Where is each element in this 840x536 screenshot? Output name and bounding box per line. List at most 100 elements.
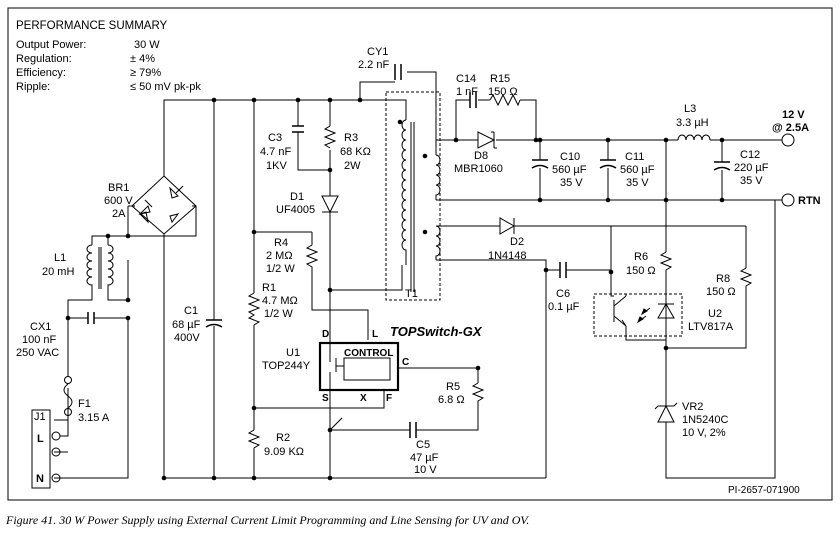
- vr2-part: 1N5240C: [682, 414, 729, 426]
- r8-ref: R8: [716, 273, 730, 285]
- output-voltage: 12 V: [782, 109, 805, 121]
- r5-ref: R5: [446, 381, 460, 393]
- d2-ref: D2: [510, 236, 524, 248]
- u1-topswitch: [318, 341, 400, 392]
- l1-value: 20 mH: [42, 266, 74, 278]
- summary-value-2: ≥ 79%: [130, 67, 161, 79]
- u1-ref: U1: [286, 347, 300, 359]
- output-current: @ 2.5A: [772, 122, 809, 134]
- pin-f: F: [386, 393, 392, 404]
- d8-diode: [477, 131, 497, 149]
- r15-value: 150 Ω: [488, 86, 518, 98]
- c10-capacitor: [531, 159, 549, 169]
- control-label: CONTROL: [344, 348, 393, 359]
- l1-ref: L1: [54, 252, 66, 264]
- c6-value: 0.1 µF: [548, 301, 580, 313]
- c1-ref: C1: [184, 305, 198, 317]
- r5-resistor: [471, 382, 485, 410]
- d1-part: UF4005: [276, 204, 315, 216]
- output-rtn: RTN: [798, 195, 821, 207]
- r4-value: 2 MΩ: [266, 250, 293, 262]
- vr2-zener: [654, 402, 678, 423]
- c10-value: 560 µF: [552, 164, 587, 176]
- f1-value: 3.15 A: [78, 412, 110, 424]
- r2-resistor: [247, 429, 261, 452]
- c6-ref: C6: [556, 288, 570, 300]
- u2-part: LTV817A: [688, 321, 734, 333]
- c14-ref: C14: [456, 73, 476, 85]
- r6-resistor: [659, 251, 673, 276]
- vr2-rating: 10 V, 2%: [682, 427, 726, 439]
- summary-label-1: Regulation:: [16, 53, 72, 65]
- ic-labels: TOPSwitch-GX CONTROL D L C S X F L N: [36, 324, 483, 485]
- r1-resistor: [247, 292, 261, 330]
- c10-voltage: 35 V: [560, 177, 583, 189]
- r3-value: 68 KΩ: [340, 146, 371, 158]
- r4-power: 1/2 W: [266, 263, 295, 275]
- summary-label-0: Output Power:: [16, 39, 86, 51]
- c1-value: 68 µF: [172, 319, 201, 331]
- pin-d: D: [322, 329, 329, 340]
- c14-value: 1 nF: [456, 86, 478, 98]
- output-labels: 12 V @ 2.5A RTN: [772, 109, 821, 207]
- pin-c: C: [402, 357, 409, 368]
- j1-ref: J1: [34, 411, 46, 423]
- cx1-voltage: 250 VAC: [16, 347, 59, 359]
- r6-ref: R6: [634, 251, 648, 263]
- pin-x: X: [360, 393, 367, 404]
- j1-pin-n: N: [36, 473, 44, 485]
- r2-ref: R2: [276, 432, 290, 444]
- r8-resistor: [739, 267, 753, 294]
- summary-label-2: Efficiency:: [16, 67, 66, 79]
- cy1-ref: CY1: [367, 46, 388, 58]
- c11-ref: C11: [625, 151, 644, 163]
- r15-resistor: [489, 93, 521, 107]
- br1-voltage: 600 V: [104, 195, 133, 207]
- r1-ref: R1: [262, 282, 276, 294]
- c10-ref: C10: [560, 151, 580, 163]
- r5-value: 6.8 Ω: [438, 394, 465, 406]
- l3-value: 3.3 µH: [676, 117, 709, 129]
- l3-ref: L3: [684, 103, 696, 115]
- vr2-ref: VR2: [682, 401, 703, 413]
- c5-ref: C5: [416, 439, 430, 451]
- c5-value: 47 µF: [410, 452, 439, 464]
- cx1-ref: CX1: [30, 321, 51, 333]
- d2-part: 1N4148: [488, 250, 527, 262]
- r3-ref: R3: [344, 132, 358, 144]
- br1-diode-1: [138, 199, 153, 215]
- c11-capacitor: [599, 159, 617, 169]
- c6-capacitor: [559, 262, 567, 278]
- r6-value: 150 Ω: [626, 265, 656, 277]
- u2-ref: U2: [708, 308, 722, 320]
- c12-voltage: 35 V: [740, 175, 763, 187]
- l1-inductor: [86, 244, 93, 290]
- c12-ref: C12: [740, 149, 760, 161]
- d1-diode: [321, 195, 339, 214]
- r4-ref: R4: [274, 237, 288, 249]
- output-12v-terminal: [781, 133, 795, 147]
- c14-capacitor: [469, 92, 477, 108]
- component-labels: CY1 2.2 nF C14 1 nF R15 150 Ω L3 3.3 µH …: [16, 46, 769, 476]
- r3-resistor: [323, 125, 337, 149]
- wires: [54, 71, 776, 479]
- cy1-capacitor: [394, 64, 402, 80]
- components: [31, 64, 795, 489]
- u2-optocoupler: [593, 293, 683, 337]
- r1-value: 4.7 MΩ: [262, 295, 298, 307]
- j1-pin-l: L: [37, 433, 44, 445]
- f1-fuse: [63, 383, 73, 409]
- phototransistor: [613, 295, 627, 327]
- c3-value: 4.7 nF: [260, 146, 291, 158]
- c12-value: 220 µF: [734, 162, 769, 174]
- summary-heading: PERFORMANCE SUMMARY: [16, 20, 168, 32]
- summary-block: PERFORMANCE SUMMARY Output Power: 30 W R…: [16, 20, 201, 93]
- summary-value-1: ± 4%: [130, 53, 155, 65]
- br1-current: 2A: [112, 208, 126, 220]
- c12-capacitor: [713, 161, 731, 171]
- c5-voltage: 10 V: [414, 464, 437, 476]
- pin-l: L: [372, 329, 378, 340]
- control-block: [343, 357, 391, 381]
- ic-brand: TOPSwitch-GX: [390, 324, 483, 339]
